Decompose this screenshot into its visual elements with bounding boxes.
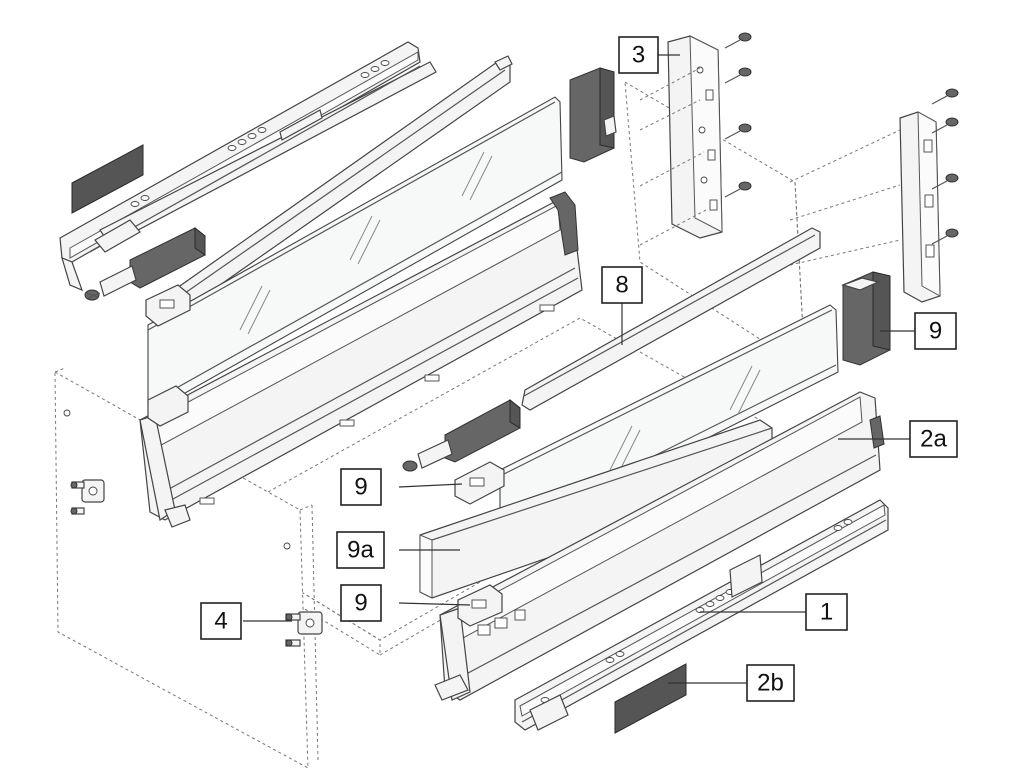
left-drawer-side: [139, 191, 583, 528]
callout-9-back: 9: [914, 312, 957, 350]
right-runner-1: [514, 499, 889, 731]
left-runner-rail: [59, 41, 437, 292]
left-damper-unit: [84, 226, 206, 301]
front-panel-9a: [419, 419, 773, 599]
left-glass-front-clip: [145, 284, 191, 327]
front-clip-9-lower: [457, 584, 503, 627]
callout-3: 3: [618, 36, 659, 74]
back-bracket-9-right: [841, 271, 891, 366]
callout-3-label: 3: [632, 42, 645, 69]
screws-part-3: [639, 32, 752, 246]
callout-1-label: 1: [820, 599, 833, 626]
callout-1: 1: [805, 593, 848, 631]
right-damper-unit: [402, 398, 521, 472]
right-drawer-side-2a: [434, 391, 885, 701]
callout-2b-label: 2b: [757, 670, 784, 697]
callout-9-back-label: 9: [929, 318, 942, 345]
callout-4-label: 4: [214, 608, 227, 635]
callout-8-label: 8: [615, 272, 628, 299]
callout-2b: 2b: [746, 664, 795, 702]
callout-9a: 9a: [336, 531, 385, 569]
callout-8: 8: [601, 266, 643, 304]
front-clip-9-mid: [454, 461, 505, 505]
leader-lines: [243, 54, 915, 684]
callout-9-mid: 9: [340, 468, 382, 506]
screws-right-bracket: [789, 88, 959, 266]
callout-2a: 2a: [909, 420, 958, 458]
left-runner-cover-strip: [71, 144, 144, 214]
callout-9-mid-label: 9: [354, 474, 367, 501]
back-bracket-9-upper: [569, 67, 617, 163]
gallery-rail-8: [521, 227, 821, 411]
right-runner-cover-strip-2b: [614, 663, 687, 734]
callout-4: 4: [200, 602, 242, 640]
front-fixing-bracket: [70, 479, 105, 515]
rear-connector-bracket-3: [667, 35, 723, 239]
callout-9-front: 9: [340, 584, 382, 622]
callout-2a-label: 2a: [920, 426, 947, 453]
front-fixing-4: [285, 611, 323, 647]
rear-connector-bracket-right: [899, 111, 941, 303]
callout-9-front-label: 9: [354, 590, 367, 617]
callout-9a-label: 9a: [347, 537, 374, 564]
